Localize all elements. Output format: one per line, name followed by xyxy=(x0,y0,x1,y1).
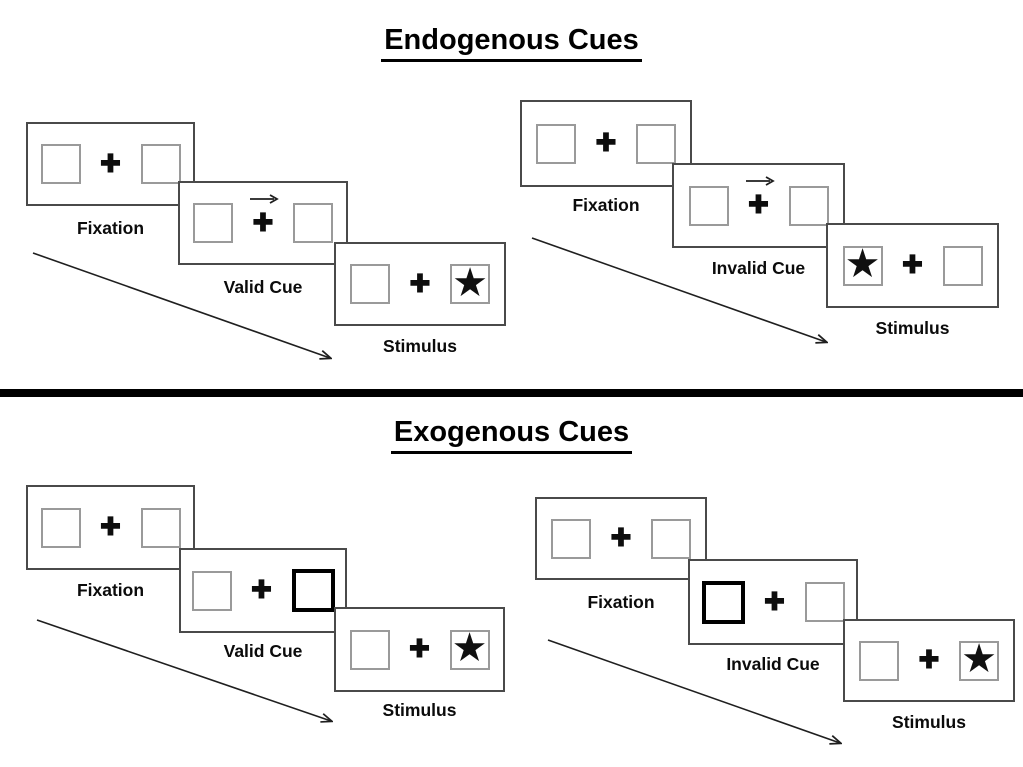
placeholder-box-left xyxy=(40,144,81,184)
target-box-right: ★ xyxy=(449,626,490,670)
panel-label-valid-cue: Valid Cue xyxy=(223,641,303,661)
cue-right-arrow-icon xyxy=(250,193,279,204)
fixation-cross-icon: ✚ xyxy=(902,251,923,279)
panel-endogenous-valid-cue: ✚ xyxy=(178,181,348,265)
fixation-cross-icon: ✚ xyxy=(409,635,430,663)
fixation-cross-icon: ✚ xyxy=(100,149,121,178)
placeholder-box-right xyxy=(942,245,983,286)
placeholder-box-left xyxy=(688,185,729,226)
fixation-cross-icon: ✚ xyxy=(918,646,940,674)
panel-endogenous-valid-fixation: ✚ xyxy=(26,122,195,206)
panel-label-stimulus: Stimulus xyxy=(382,700,457,720)
panel-exogenous-valid-cue: ✚ xyxy=(179,548,347,633)
exogenous-section-title: Exogenous Cues xyxy=(0,416,1023,455)
placeholder-box-right xyxy=(804,582,845,622)
placeholder-box-right xyxy=(140,507,181,548)
panel-label-fixation: Fixation xyxy=(76,580,145,600)
timeline-arrow-endogenous-valid xyxy=(32,252,330,358)
peripheral-cue-box-right xyxy=(291,569,335,612)
fixation-cross-icon: ✚ xyxy=(409,269,431,298)
panel-exogenous-invalid-stimulus: ✚ ★ xyxy=(843,619,1015,702)
panel-label-valid-cue: Valid Cue xyxy=(223,277,303,297)
panel-endogenous-invalid-stimulus: ★ ✚ xyxy=(826,223,999,308)
panel-label-stimulus: Stimulus xyxy=(875,318,950,338)
panel-label-stimulus: Stimulus xyxy=(383,336,457,356)
fixation-cross-icon: ✚ xyxy=(251,576,272,604)
panel-exogenous-valid-stimulus: ✚ ★ xyxy=(334,607,505,692)
star-target-icon: ★ xyxy=(844,242,881,286)
panel-label-invalid-cue: Invalid Cue xyxy=(711,258,806,278)
panel-label-invalid-cue: Invalid Cue xyxy=(726,654,820,674)
placeholder-box-right xyxy=(651,518,691,559)
target-box-left: ★ xyxy=(842,242,883,286)
panel-endogenous-invalid-cue: ✚ xyxy=(672,163,845,248)
timeline-arrow-endogenous-invalid xyxy=(531,237,826,342)
fixation-cross-icon: ✚ xyxy=(252,208,274,237)
star-target-icon: ★ xyxy=(452,260,488,305)
panel-endogenous-valid-stimulus: ✚ ★ xyxy=(334,242,506,326)
fixation-cross-icon: ✚ xyxy=(748,191,769,219)
placeholder-box-left xyxy=(191,570,232,611)
placeholder-box-left xyxy=(40,507,81,548)
endogenous-title-text: Endogenous Cues xyxy=(381,24,642,63)
timeline-arrow-exogenous-valid xyxy=(36,619,331,721)
fixation-cross-icon: ✚ xyxy=(764,587,785,616)
placeholder-box-left xyxy=(551,518,591,559)
panel-label-fixation: Fixation xyxy=(587,592,655,612)
target-box-right: ★ xyxy=(959,637,999,681)
placeholder-box-right xyxy=(788,185,829,226)
placeholder-box-left xyxy=(859,640,899,681)
star-target-icon: ★ xyxy=(451,626,488,670)
peripheral-cue-box-left xyxy=(701,580,745,624)
fixation-cross-icon: ✚ xyxy=(100,513,121,541)
placeholder-box-left xyxy=(350,264,390,304)
fixation-cross-icon: ✚ xyxy=(595,129,617,157)
placeholder-box-right xyxy=(140,144,181,184)
exogenous-title-text: Exogenous Cues xyxy=(390,416,633,455)
panel-label-fixation: Fixation xyxy=(76,218,145,238)
fixation-cross-icon: ✚ xyxy=(610,524,632,552)
placeholder-box-left xyxy=(193,203,233,243)
panel-exogenous-invalid-fixation: ✚ xyxy=(535,497,707,580)
endogenous-section-title: Endogenous Cues xyxy=(0,24,1023,63)
target-box-right: ★ xyxy=(450,260,490,305)
placeholder-box-left xyxy=(349,629,390,670)
star-target-icon: ★ xyxy=(961,637,997,681)
placeholder-box-right xyxy=(636,123,676,164)
panel-label-fixation: Fixation xyxy=(572,195,640,215)
placeholder-box-left xyxy=(536,123,576,164)
panel-exogenous-invalid-cue: ✚ xyxy=(688,559,858,645)
panel-label-stimulus: Stimulus xyxy=(892,712,966,732)
panel-exogenous-valid-fixation: ✚ xyxy=(26,485,195,570)
panel-endogenous-invalid-fixation: ✚ xyxy=(520,100,692,187)
cue-right-arrow-icon xyxy=(745,176,775,186)
placeholder-box-right xyxy=(293,203,333,243)
section-divider-line xyxy=(0,389,1023,397)
